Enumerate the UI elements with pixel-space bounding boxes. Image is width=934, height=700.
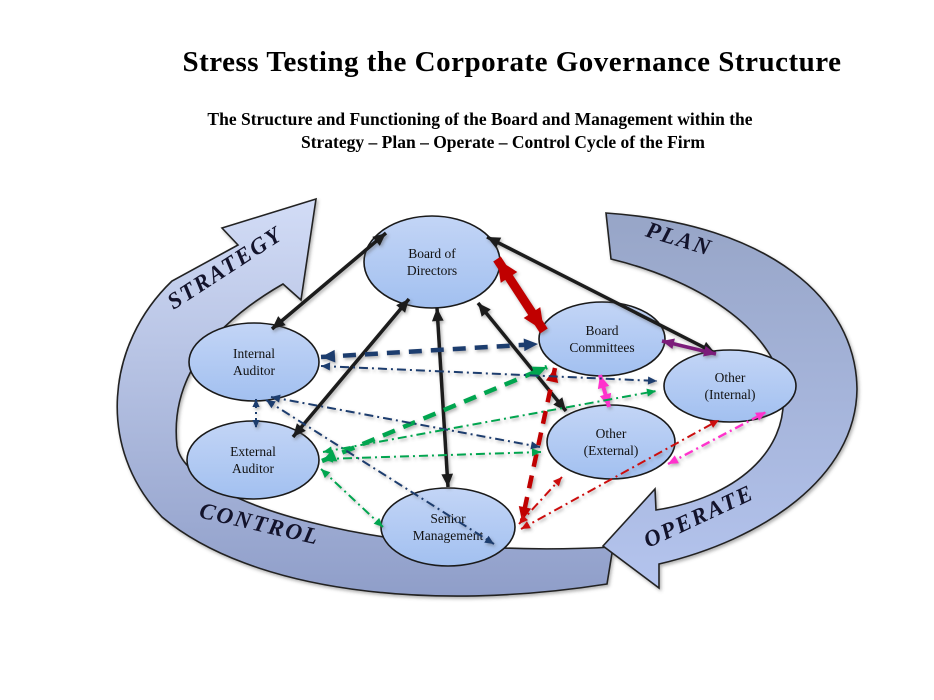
edge-line [270, 396, 541, 448]
node-ellipse [538, 301, 666, 377]
arrowhead [373, 517, 383, 527]
edge-senior-management-board-of-directors [431, 307, 454, 488]
edge-internal-auditor-external-auditor [252, 399, 260, 428]
arrowhead [431, 308, 444, 322]
arrowhead [523, 338, 538, 352]
page-subtitle: The Structure and Functioning of the Boa… [40, 108, 920, 154]
arrowhead [553, 397, 566, 411]
node-other-external: Other(External) [546, 404, 676, 480]
node-ellipse [363, 215, 501, 309]
band-plan-operate [601, 212, 858, 590]
arrowhead [646, 388, 656, 397]
arrowhead [552, 477, 562, 487]
edge-line [320, 341, 539, 360]
edge-board-of-directors-board-committees [493, 256, 548, 334]
edge-internal-auditor-board-committees [320, 338, 539, 363]
arrowhead [252, 420, 260, 428]
arrowhead [252, 399, 260, 407]
edge-line [321, 364, 548, 464]
arrowhead [324, 454, 334, 463]
edge-external-auditor-senior-management [320, 468, 384, 528]
arrowhead [668, 455, 679, 464]
edge-external-auditor-board-of-directors [291, 297, 411, 439]
arrowhead [478, 303, 491, 317]
arrowhead [755, 412, 766, 421]
edge-line [265, 399, 495, 545]
edge-internal-auditor-other-internal [320, 362, 658, 385]
node-ellipse [188, 322, 320, 402]
edge-external-auditor-other-external [323, 448, 542, 463]
node-ellipse [380, 487, 516, 567]
edges-layer [252, 231, 767, 545]
arrowhead [703, 345, 716, 357]
arrowhead [266, 400, 276, 409]
edge-line [291, 297, 411, 439]
arrowhead [321, 349, 336, 363]
node-label: Other(External) [584, 426, 639, 458]
arrowhead [709, 420, 719, 428]
arrowhead [372, 233, 386, 246]
arrowhead [321, 362, 331, 371]
arrowhead [519, 514, 529, 524]
edge-line [320, 365, 658, 382]
band-strategy-control [116, 197, 614, 597]
edge-internal-auditor-other-external [270, 394, 541, 450]
arrowhead [647, 376, 657, 385]
edge-external-auditor-other-internal [322, 388, 657, 455]
node-label: Other(Internal) [705, 370, 756, 402]
arrowhead [441, 473, 454, 487]
edge-external-auditor-board-committees [321, 364, 548, 464]
edge-line [323, 451, 542, 460]
arrowhead [396, 299, 409, 313]
arrowhead [323, 446, 333, 455]
arrowhead [521, 521, 531, 529]
edge-senior-management-other-external [518, 476, 563, 525]
edge-line [486, 235, 716, 355]
edge-line [270, 231, 388, 331]
node-other-internal: Other(Internal) [663, 349, 797, 423]
arrowhead [271, 394, 281, 403]
arrowhead [321, 469, 331, 479]
arrowhead [530, 441, 540, 450]
arrowhead [531, 448, 541, 457]
edge-internal-auditor-board-of-directors [270, 231, 388, 331]
edge-senior-management-other-internal [520, 419, 720, 530]
arrowhead [484, 535, 494, 544]
node-ellipse [546, 404, 676, 480]
edge-other-external-other-internal [667, 410, 767, 466]
arrowhead [487, 237, 502, 249]
arrowhead [272, 316, 286, 329]
node-ellipse [663, 349, 797, 423]
subtitle-line-1: The Structure and Functioning of the Boa… [207, 109, 753, 129]
cycle-bands [116, 197, 858, 597]
subtitle-line-2: Strategy – Plan – Operate – Control Cycl… [300, 132, 706, 152]
arrowhead [497, 259, 518, 283]
page-title: Stress Testing the Corporate Governance … [182, 46, 842, 78]
edge-board-committees-other-internal [661, 338, 717, 357]
edge-line [435, 307, 450, 488]
edge-internal-auditor-senior-management [265, 399, 495, 545]
edge-line [519, 367, 558, 522]
arrowhead [293, 423, 306, 437]
arrowhead [662, 338, 675, 350]
edge-line [320, 468, 384, 528]
arrowhead [523, 307, 544, 331]
